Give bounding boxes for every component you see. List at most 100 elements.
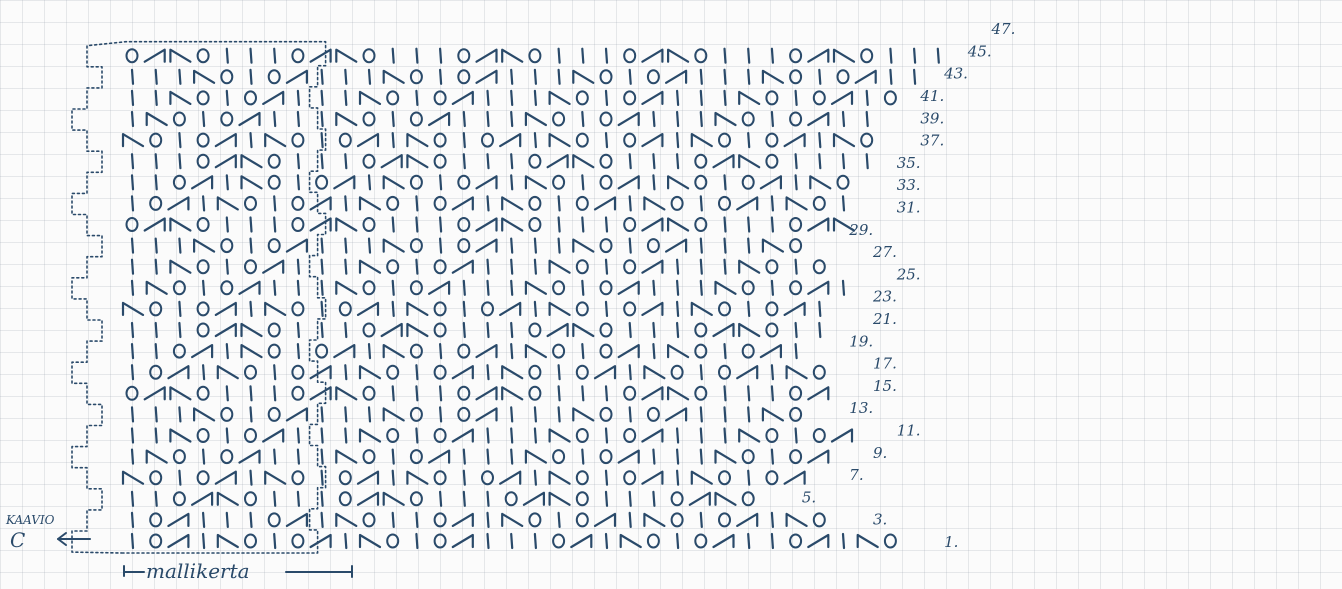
- knit-stitch: [345, 365, 346, 379]
- k2tog-decrease: [477, 240, 497, 252]
- yarn-over: [458, 218, 469, 231]
- k2tog-decrease: [168, 366, 188, 378]
- ssk-decrease: [644, 197, 664, 209]
- yarn-over: [577, 134, 588, 147]
- repeat-label: mallikerta: [146, 559, 250, 583]
- yarn-over: [601, 345, 612, 358]
- knit-stitch: [488, 450, 489, 464]
- ssk-decrease: [526, 113, 546, 125]
- ssk-decrease: [550, 472, 570, 484]
- knit-stitch: [251, 513, 252, 527]
- ssk-decrease: [336, 451, 356, 463]
- k2tog-decrease: [619, 176, 639, 188]
- yarn-over: [553, 345, 564, 358]
- k2tog-decrease: [240, 113, 260, 125]
- k2tog-decrease: [382, 324, 402, 336]
- knit-stitch: [630, 323, 631, 337]
- ssk-decrease: [336, 113, 356, 125]
- ssk-decrease: [716, 113, 736, 125]
- knit-stitch: [559, 513, 560, 527]
- knit-stitch: [606, 471, 607, 485]
- knit-stitch: [132, 175, 133, 189]
- k2tog-decrease: [808, 451, 828, 463]
- knit-stitch: [630, 492, 631, 506]
- knit-stitch: [251, 133, 252, 147]
- yarn-over: [127, 387, 138, 400]
- knit-stitch: [393, 386, 394, 400]
- yarn-over: [766, 155, 777, 168]
- ssk-decrease: [147, 451, 167, 463]
- yarn-over: [553, 281, 564, 294]
- knit-stitch: [701, 407, 702, 421]
- k2tog-decrease: [334, 345, 354, 357]
- k2tog-decrease: [666, 71, 686, 83]
- knit-stitch: [725, 91, 726, 105]
- yarn-over: [814, 260, 825, 273]
- row-number: 43.: [943, 65, 968, 83]
- ssk-decrease: [739, 261, 759, 273]
- knit-stitch: [203, 365, 204, 379]
- ssk-decrease: [573, 240, 593, 252]
- ssk-decrease: [194, 408, 214, 420]
- knit-stitch: [227, 260, 228, 274]
- knit-stitch: [843, 112, 844, 126]
- yarn-over: [577, 197, 588, 210]
- yarn-over: [458, 49, 469, 62]
- knit-stitch: [535, 429, 536, 443]
- knit-stitch: [582, 386, 583, 400]
- ssk-decrease: [407, 155, 427, 167]
- knit-stitch: [132, 534, 133, 548]
- yarn-over: [814, 91, 825, 104]
- ssk-decrease: [502, 387, 522, 399]
- ssk-decrease: [407, 303, 427, 315]
- knit-stitch: [725, 386, 726, 400]
- knit-stitch: [345, 407, 346, 421]
- knit-stitch: [156, 260, 157, 274]
- yarn-over: [814, 197, 825, 210]
- yarn-over: [269, 176, 280, 189]
- knit-stitch: [701, 91, 702, 105]
- knit-stitch: [796, 260, 797, 274]
- k2tog-decrease: [856, 71, 876, 83]
- knit-stitch: [156, 91, 157, 105]
- knit-stitch: [725, 260, 726, 274]
- k2tog-decrease: [453, 535, 473, 547]
- knit-stitch: [440, 70, 441, 84]
- knit-stitch: [132, 70, 133, 84]
- knit-stitch: [464, 154, 465, 168]
- knit-stitch: [227, 91, 228, 105]
- knit-stitch: [772, 365, 773, 379]
- knit-stitch: [511, 239, 512, 253]
- yarn-over: [245, 366, 256, 379]
- k2tog-decrease: [808, 219, 828, 231]
- yarn-over: [624, 49, 635, 62]
- knit-stitch: [725, 70, 726, 84]
- k2tog-decrease: [477, 387, 497, 399]
- knit-stitch: [582, 49, 583, 63]
- knit-stitch: [748, 218, 749, 232]
- knit-stitch: [511, 112, 512, 126]
- knit-stitch: [464, 133, 465, 147]
- yarn-over: [885, 535, 896, 548]
- knit-stitch: [748, 49, 749, 63]
- knit-stitch: [701, 429, 702, 443]
- knit-stitch: [488, 112, 489, 126]
- yarn-over: [577, 302, 588, 315]
- knit-stitch: [488, 281, 489, 295]
- ssk-decrease: [218, 197, 238, 209]
- knit-stitch: [274, 218, 275, 232]
- knit-stitch: [606, 133, 607, 147]
- knit-stitch: [701, 112, 702, 126]
- knit-stitch: [156, 154, 157, 168]
- knit-stitch: [535, 534, 536, 548]
- knit-stitch: [156, 239, 157, 253]
- knit-stitch: [772, 218, 773, 232]
- ssk-decrease: [739, 430, 759, 442]
- ssk-decrease: [763, 71, 783, 83]
- k2tog-decrease: [808, 535, 828, 547]
- knit-stitch: [535, 133, 536, 147]
- k2tog-decrease: [548, 324, 568, 336]
- yarn-over: [221, 450, 232, 463]
- ssk-decrease: [336, 387, 356, 399]
- yarn-over: [269, 408, 280, 421]
